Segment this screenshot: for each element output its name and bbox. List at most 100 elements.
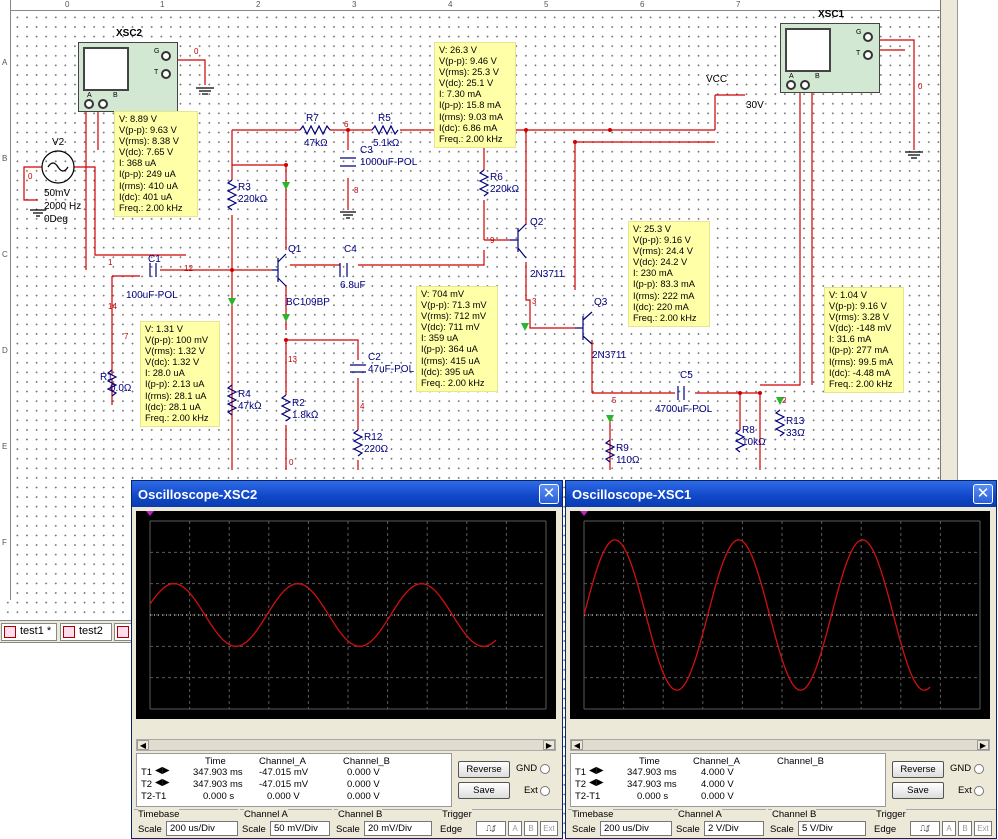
vcc-name[interactable]: VCC [706,74,728,85]
timebase-scale-field[interactable]: 200 us/Div [600,821,672,836]
xsc2-terminal-g[interactable] [161,51,171,61]
trigger-a-button[interactable]: A [508,821,522,836]
net-label: 6 [344,120,349,129]
r12-name[interactable]: R12 [364,432,383,443]
channel-a-trace [583,539,931,691]
save-button[interactable]: Save [458,782,510,799]
channel-b-scale-field[interactable]: 5 V/Div [798,821,866,836]
xsc2-terminal-a[interactable] [84,99,94,109]
v2-name[interactable]: V2 [52,137,65,148]
scroll-right-icon[interactable]: ▶ [543,740,555,750]
r2-name[interactable]: R2 [292,398,305,409]
reverse-button[interactable]: Reverse [458,761,510,778]
tab-test1[interactable]: test1 * [1,623,57,641]
gnd-radio[interactable] [974,764,984,774]
xsc1-instrument-icon[interactable]: G T A B [780,23,880,93]
r13-name[interactable]: R13 [786,416,805,427]
q1-name[interactable]: Q1 [288,244,302,255]
xsc1-terminal-t[interactable] [863,50,873,60]
r4-name[interactable]: R4 [238,389,251,400]
t2-cursor-arrows-icon[interactable]: ◀▶ [155,777,170,788]
edge-toggle-icon[interactable]: ⎍⎎ [476,821,506,836]
trigger-a-button[interactable]: A [942,821,956,836]
scroll-left-icon[interactable]: ◀ [137,740,149,750]
t1-channel-a: 4.000 V [701,767,734,778]
r8-name[interactable]: R8 [742,425,755,436]
probe-line: V: 1.04 V [829,290,867,300]
r3-value: 220kΩ [238,194,268,205]
spreadsheet-area [0,642,134,839]
timebase-scale-field[interactable]: 200 us/Div [166,821,238,836]
probe-line: I(rms): 9.03 mA [439,111,504,122]
scope-screen[interactable] [136,511,556,719]
q2-name[interactable]: Q2 [530,217,544,228]
trigger-ext-button[interactable]: Ext [540,821,558,836]
scope-horizontal-scrollbar[interactable]: ◀ ▶ [136,739,556,751]
scroll-left-icon[interactable]: ◀ [571,740,583,750]
close-button[interactable]: ✕ [539,484,559,504]
right-panel [940,0,998,480]
save-button[interactable]: Save [892,782,944,799]
c1-name[interactable]: C1 [148,254,161,265]
gnd-label: GND [950,763,972,774]
t1-cursor-arrows-icon[interactable]: ◀▶ [155,765,170,776]
t2-cursor-arrows-icon[interactable]: ◀▶ [589,777,604,788]
r1-name[interactable]: R1 [100,372,113,383]
xsc1-terminal-g[interactable] [863,32,873,42]
scope-titlebar[interactable]: Oscilloscope-XSC2 [132,481,562,507]
r3-name[interactable]: R3 [238,182,251,193]
xsc1-terminal-b[interactable] [800,80,810,90]
scope-horizontal-scrollbar[interactable]: ◀ ▶ [570,739,990,751]
gnd-radio[interactable] [540,764,550,774]
channel-b-scale-field[interactable]: 20 mV/Div [364,821,432,836]
trigger-b-button[interactable]: B [958,821,972,836]
reverse-button[interactable]: Reverse [892,761,944,778]
timebase-group-title: Timebase [572,809,614,820]
r7-name[interactable]: R7 [306,113,319,124]
tab-more[interactable] [114,623,134,641]
edge-toggle-icon[interactable]: ⎍⎎ [910,821,940,836]
r5-name[interactable]: R5 [378,113,391,124]
probe-line: I(dc): 220 mA [633,301,689,312]
xsc2-instrument-icon[interactable]: G T A B [78,42,178,112]
trigger-ext-button[interactable]: Ext [974,821,992,836]
trigger-b-button[interactable]: B [524,821,538,836]
c4-name[interactable]: C4 [344,244,357,255]
r6-name[interactable]: R6 [490,172,503,183]
c5-name[interactable]: C5 [680,370,693,381]
channel-a-scale-field[interactable]: 2 V/Div [704,821,764,836]
oscilloscope-xsc2-window[interactable]: Oscilloscope-XSC2 ✕ ◀ ▶ Time Channel_A C… [131,480,563,839]
scope-screen[interactable] [570,511,990,719]
xsc2-terminal-b[interactable] [98,99,108,109]
q3-name[interactable]: Q3 [594,297,608,308]
xsc1-terminal-a[interactable] [786,80,796,90]
c3-name[interactable]: C3 [360,145,373,156]
ext-radio[interactable] [540,786,550,796]
channel-a-group: Channel A Scale 50 mV/Div [240,809,332,839]
c2-name[interactable]: C2 [368,352,381,363]
r9-name[interactable]: R9 [616,443,629,454]
close-button[interactable]: ✕ [973,484,993,504]
r9-value: 110Ω [616,455,640,466]
probe-line: I(dc): 395 uA [421,366,475,377]
t1-cursor-arrows-icon[interactable]: ◀▶ [589,765,604,776]
r8-value: 10kΩ [742,437,766,448]
channel-a-scale-field[interactable]: 50 mV/Div [270,821,330,836]
xsc1-terminal-b-label: B [815,73,820,80]
oscilloscope-xsc1-window[interactable]: Oscilloscope-XSC1 ✕ ◀ ▶ Time Channel_A C… [565,480,997,839]
t2-channel-a: 4.000 V [701,779,734,790]
net-label: 13 [288,355,297,364]
trigger-group: Trigger Edge ⎍⎎ A B Ext [438,809,562,839]
ext-radio[interactable] [974,786,984,796]
scroll-right-icon[interactable]: ▶ [977,740,989,750]
xsc2-terminal-t[interactable] [161,69,171,79]
scope-titlebar[interactable]: Oscilloscope-XSC1 [566,481,996,507]
tab-test2[interactable]: test2 [60,623,112,641]
